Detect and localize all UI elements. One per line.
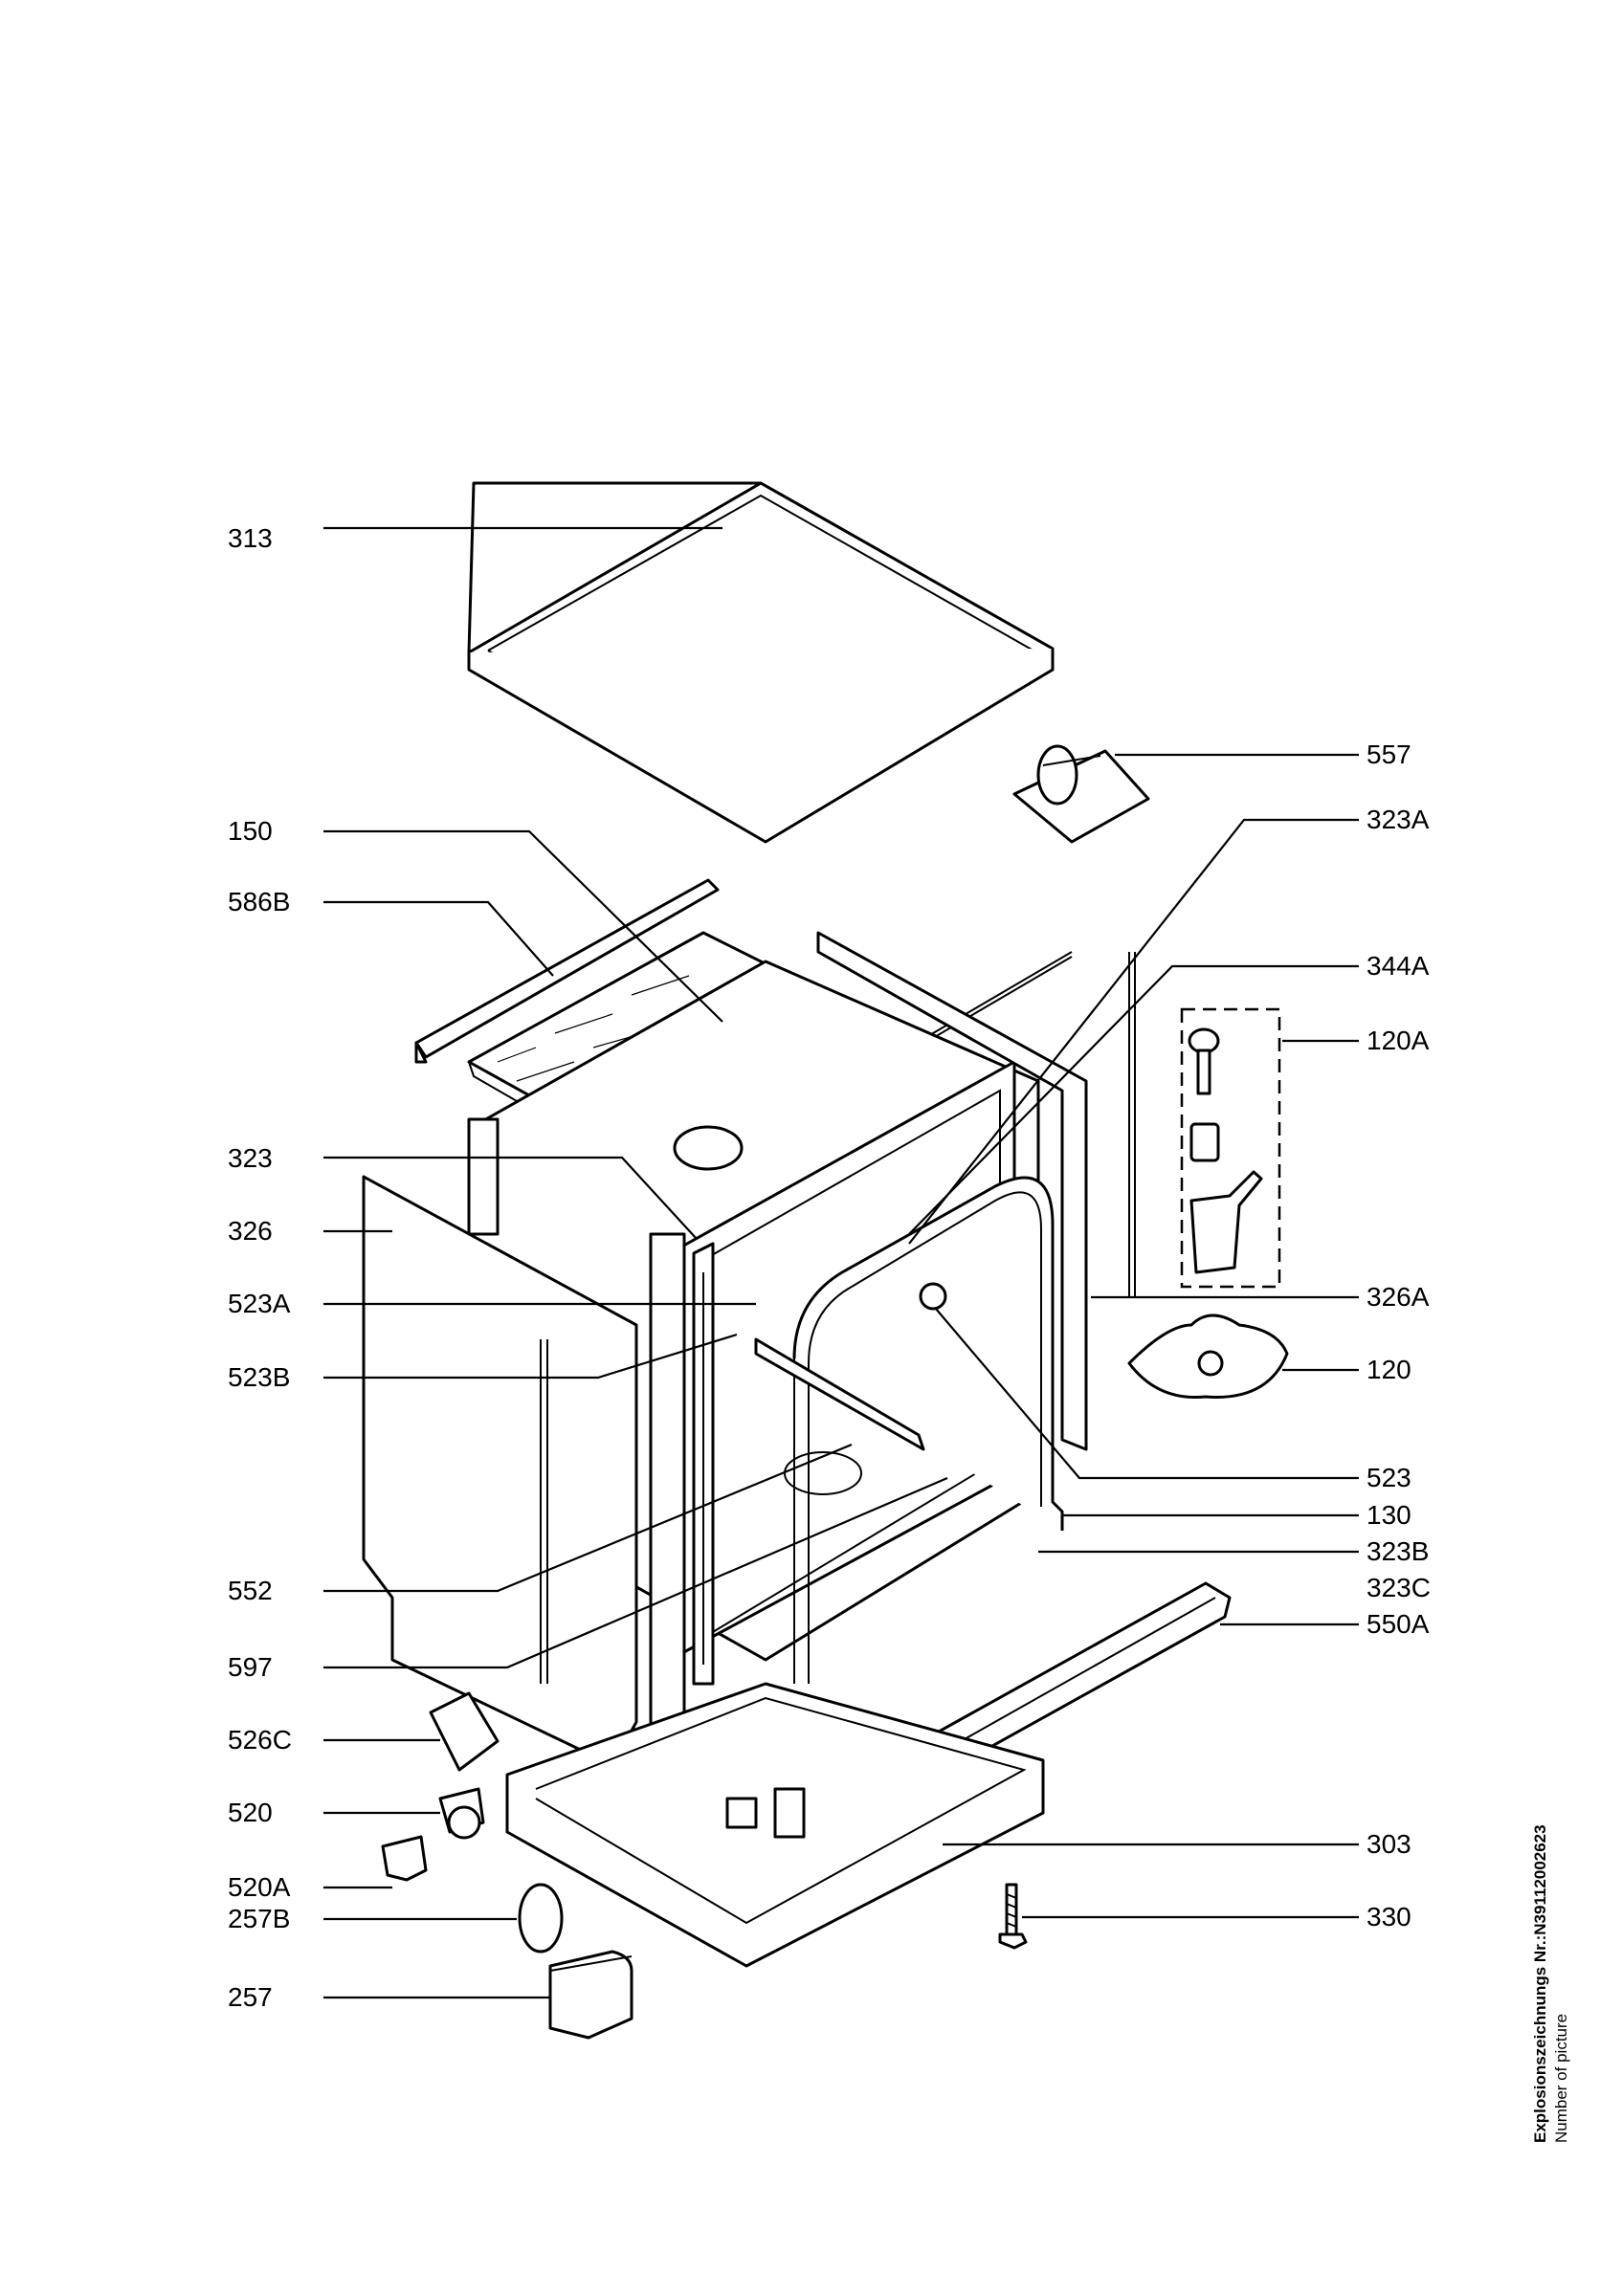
label-344A: 344A (1366, 951, 1430, 981)
label-523B: 523B (228, 1362, 290, 1392)
label-552: 552 (228, 1576, 273, 1605)
part-120-filter (1127, 1314, 1289, 1400)
callout-labels: 313 557 150 323A 586B 344A 120A 323 326 … (228, 523, 1431, 2012)
part-303-base (505, 1682, 1045, 1968)
label-313: 313 (228, 523, 273, 553)
label-520: 520 (228, 1798, 273, 1827)
drawing-number-caption: Explosionszeichnungs Nr.:N3911200262​3 (1531, 1824, 1549, 2143)
part-520A-clip (381, 1835, 428, 1882)
label-323B: 323B (1366, 1536, 1429, 1566)
part-257B-seal (518, 1883, 564, 1954)
label-323: 323 (228, 1143, 273, 1173)
label-120: 120 (1366, 1355, 1411, 1384)
label-520A: 520A (228, 1872, 291, 1902)
part-326-side-panel (362, 1175, 638, 1767)
label-523A: 523A (228, 1289, 291, 1318)
label-326: 326 (228, 1216, 273, 1246)
picture-number-caption: Number of picture (1552, 2013, 1570, 2143)
part-586B-strip (414, 878, 720, 1064)
part-257-box (548, 1950, 633, 2040)
label-330: 330 (1366, 1902, 1411, 1932)
tub-body (467, 960, 1064, 1684)
part-526C-bracket (429, 1691, 500, 1772)
part-313-worktop (467, 481, 1055, 844)
part-120A-accessory-group (1180, 1007, 1281, 1289)
part-557-roll (1012, 744, 1150, 844)
label-523: 523 (1366, 1463, 1411, 1492)
label-150: 150 (228, 816, 273, 846)
label-323C: 323C (1366, 1573, 1431, 1602)
label-257B: 257B (228, 1904, 290, 1933)
front-frame (467, 1117, 715, 1762)
leader-lines (323, 526, 1359, 1999)
label-550A: 550A (1366, 1609, 1430, 1639)
label-586B: 586B (228, 887, 290, 916)
label-557: 557 (1366, 740, 1411, 769)
label-120A: 120A (1366, 1026, 1430, 1055)
label-323A: 323A (1366, 805, 1430, 834)
label-526C: 526C (228, 1725, 292, 1755)
label-597: 597 (228, 1652, 273, 1682)
label-257: 257 (228, 1982, 273, 2012)
part-330-screw (998, 1883, 1028, 1950)
label-303: 303 (1366, 1829, 1411, 1859)
label-130: 130 (1366, 1500, 1411, 1530)
part-520-knob (438, 1787, 485, 1840)
label-326A: 326A (1366, 1282, 1430, 1312)
